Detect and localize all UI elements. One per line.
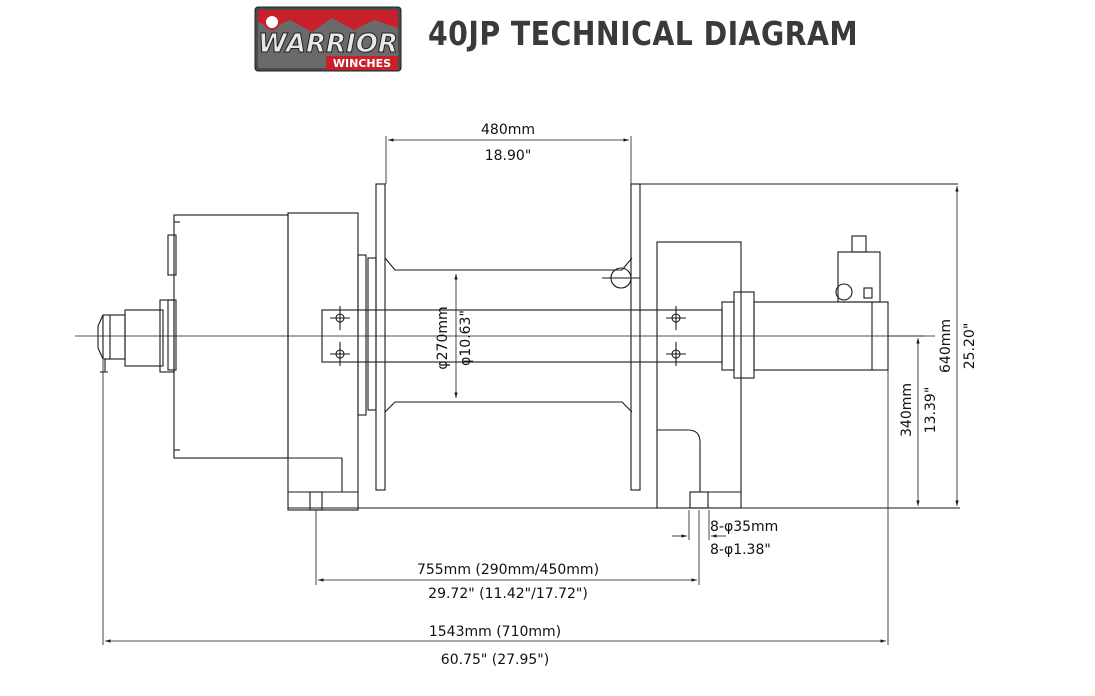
- extension-lines: [102, 136, 925, 645]
- overall-length-mm: 1543mm (710mm): [429, 624, 561, 640]
- total-height-mm: 640mm: [938, 319, 954, 373]
- bearing-housing: [640, 183, 958, 509]
- mount-span-in: 29.72" (11.42"/17.72"): [428, 586, 588, 602]
- drum-diameter-mm: φ270mm: [435, 306, 451, 369]
- bolt-holes-in: 8-φ1.38": [710, 542, 771, 558]
- logo-subtext: WINCHES: [333, 57, 391, 70]
- bolt-holes-mm: 8-φ35mm: [710, 519, 778, 535]
- mount-span-mm: 755mm (290mm/450mm): [417, 562, 599, 578]
- dimension-lines: [105, 138, 959, 643]
- center-height-in: 13.39": [923, 387, 939, 434]
- gearbox-housing: [167, 212, 367, 511]
- drum-width-mm: 480mm: [481, 122, 535, 138]
- center-height-mm: 340mm: [899, 383, 915, 437]
- total-height-in: 25.20": [962, 323, 978, 370]
- drum: [367, 183, 641, 491]
- drum-width-in: 18.90": [485, 148, 532, 164]
- logo-wordmark: WARRIOR: [258, 29, 398, 59]
- overall-length-in: 60.75" (27.95"): [441, 652, 549, 668]
- warrior-winches-logo: WARRIOR WINCHES: [254, 6, 402, 72]
- page-title: 40JP TECHNICAL DIAGRAM: [428, 14, 859, 53]
- drum-diameter-in: φ10.63": [458, 310, 474, 366]
- hydraulic-motor: [753, 235, 889, 371]
